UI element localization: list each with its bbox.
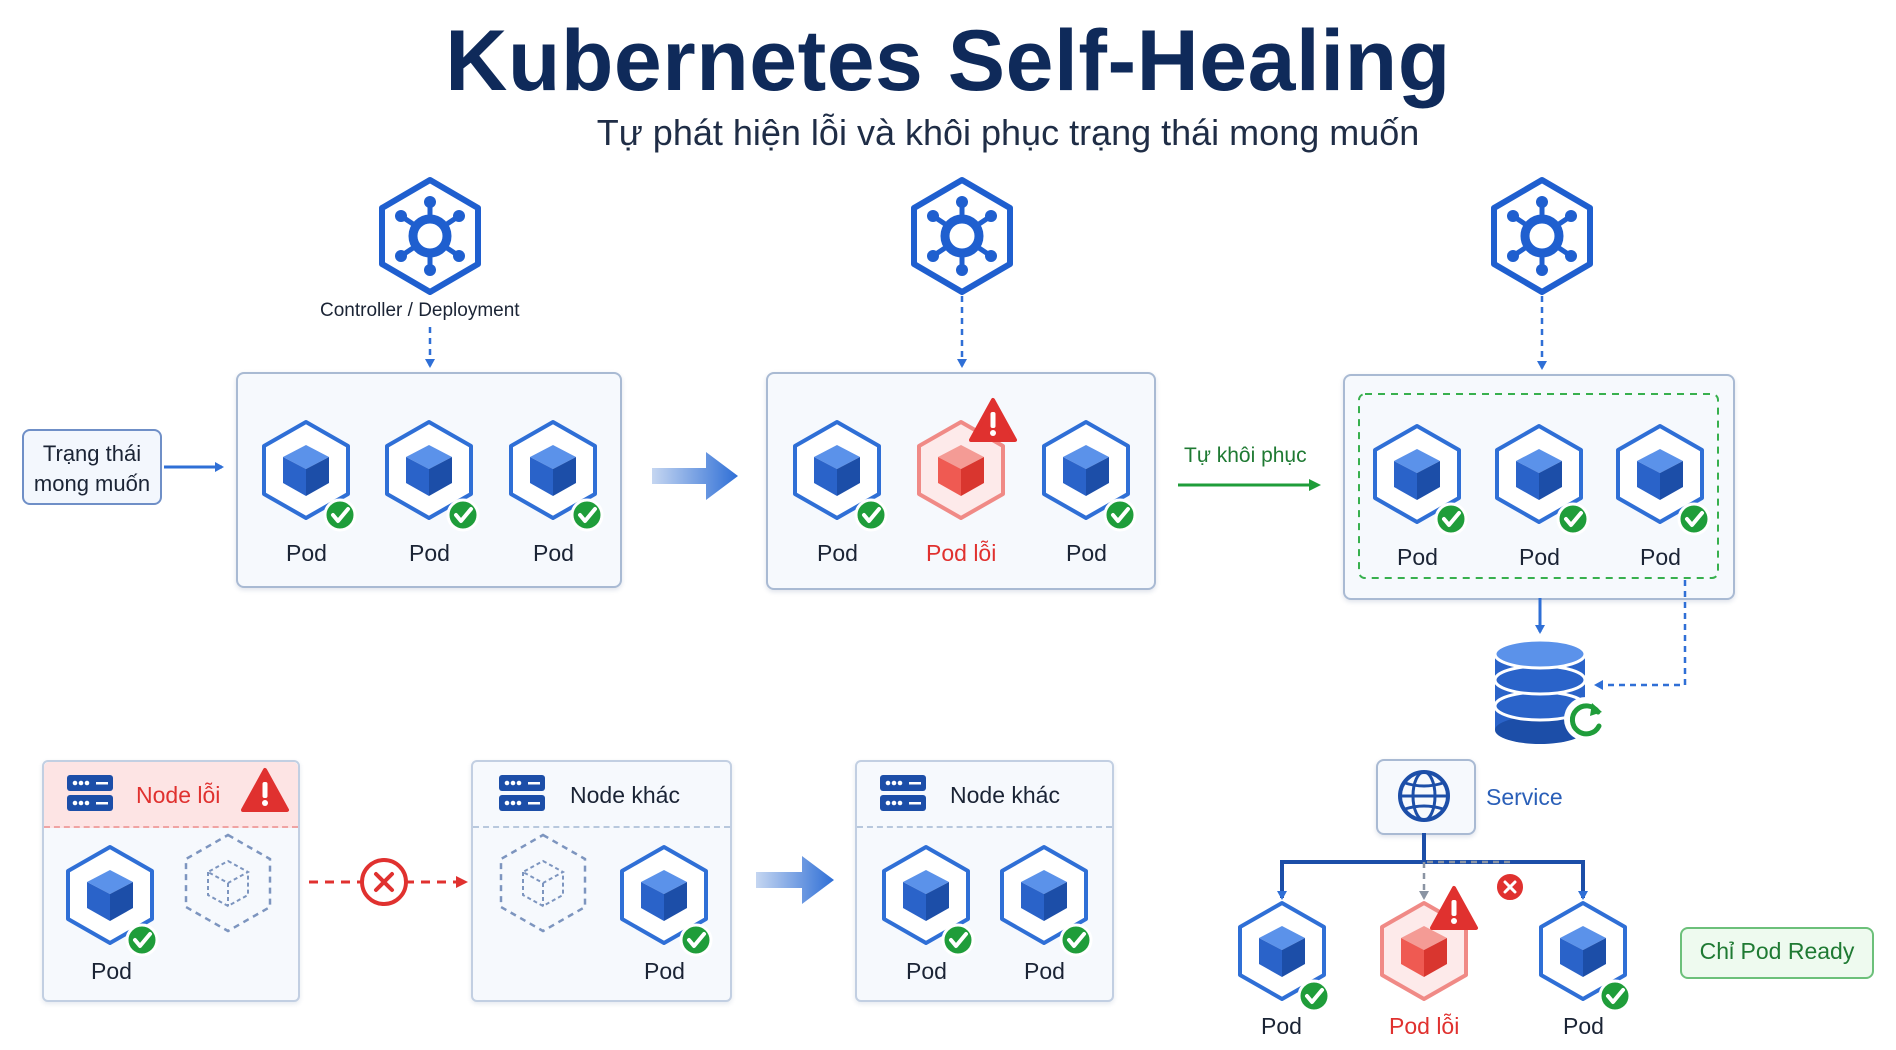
pod-label-5: Pod — [1066, 540, 1107, 566]
pod-label-service-1: Pod — [1261, 1013, 1302, 1039]
pod-2 — [385, 420, 480, 532]
pod-label-service-2: Pod — [1563, 1013, 1604, 1039]
pod-5 — [1042, 420, 1137, 532]
server-icon-3 — [880, 775, 926, 811]
controller-label: Controller / Deployment — [320, 300, 520, 321]
self-heal-label: Tự khôi phục — [1184, 444, 1307, 467]
failed-node-label: Node lỗi — [136, 782, 221, 808]
pod-placeholder-1 — [184, 833, 272, 933]
pod-label-3: Pod — [533, 540, 574, 566]
other-node-label-1: Node khác — [570, 782, 680, 808]
pod-1 — [262, 420, 357, 532]
blocked-icon — [360, 858, 408, 906]
transition-arrow-1 — [652, 452, 738, 500]
recovered-frame — [1358, 393, 1719, 579]
route-blocked-icon — [1495, 872, 1525, 902]
desired-state-line-2: mong muốn — [33, 471, 151, 496]
pod-6 — [1373, 424, 1468, 536]
pod-4 — [793, 420, 888, 532]
desired-state-line-1: Trạng thái — [42, 441, 142, 466]
pod-3 — [509, 420, 604, 532]
pod-8 — [1616, 424, 1711, 536]
pod-label-2: Pod — [409, 540, 450, 566]
pod-label-1: Pod — [286, 540, 327, 566]
other-node-label-2: Node khác — [950, 782, 1060, 808]
pod-service-1 — [1238, 901, 1331, 1013]
pod-node-1 — [66, 845, 159, 957]
database-icon — [1493, 638, 1587, 744]
desired-state-box: Trạng thái mong muốn — [22, 429, 162, 505]
pod-failed-1 — [917, 398, 1017, 520]
pod-service-2 — [1539, 901, 1632, 1013]
server-icon-1 — [67, 775, 113, 811]
pod-service-failed — [1380, 886, 1478, 1001]
controller-icon-2 — [914, 180, 1010, 292]
pod-node-3 — [882, 845, 975, 957]
pod-7 — [1495, 424, 1590, 536]
failed-pod-label-2: Pod lỗi — [1389, 1013, 1460, 1039]
pod-label-4: Pod — [817, 540, 858, 566]
service-label: Service — [1486, 784, 1563, 810]
pod-label-7: Pod — [1519, 544, 1560, 570]
transition-arrow-2 — [756, 856, 834, 904]
pod-label-node-4: Pod — [1024, 958, 1065, 984]
node-warning-icon — [241, 768, 289, 812]
pod-node-2 — [620, 845, 713, 957]
page-subtitle: Tự phát hiện lỗi và khôi phục trạng thái… — [596, 112, 1420, 153]
pod-label-node-3: Pod — [906, 958, 947, 984]
ready-badge: Chỉ Pod Ready — [1680, 927, 1874, 979]
db-feedback-link — [1594, 580, 1687, 690]
pod-label-6: Pod — [1397, 544, 1438, 570]
controller-icon-3 — [1494, 180, 1590, 292]
page-title: Kubernetes Self-Healing — [445, 13, 1451, 109]
pod-label-8: Pod — [1640, 544, 1681, 570]
pod-node-4 — [1000, 845, 1093, 957]
controller-icon-1 — [382, 180, 478, 292]
pod-label-node-1: Pod — [91, 958, 132, 984]
pod-label-node-2: Pod — [644, 958, 685, 984]
globe-icon — [1398, 770, 1450, 822]
server-icon-2 — [499, 775, 545, 811]
service-routes — [1277, 833, 1588, 900]
refresh-icon — [1564, 697, 1608, 741]
failed-pod-label-1: Pod lỗi — [926, 540, 997, 566]
pod-placeholder-2 — [499, 833, 587, 933]
